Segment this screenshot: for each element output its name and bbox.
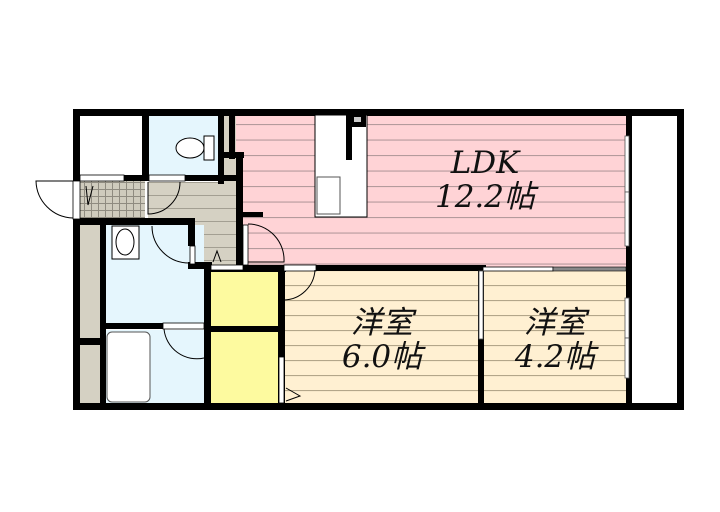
openings	[72, 135, 630, 404]
western-room-1-floor	[284, 270, 478, 404]
door-swings	[35, 180, 316, 402]
bathtub-icon	[106, 331, 151, 403]
entrance-door-swing	[35, 180, 74, 219]
fixtures	[106, 114, 368, 403]
ldk-name: LDK	[450, 145, 520, 181]
ldk-size: 12.2帖	[434, 179, 536, 216]
walls	[73, 109, 684, 410]
closet-arrow	[285, 387, 302, 402]
western-room-1-size: 6.0帖	[341, 339, 423, 376]
entrance-tile	[80, 181, 145, 219]
room-fills	[80, 115, 677, 404]
room1-door-swing	[283, 269, 316, 301]
kitchen-counter-icon	[314, 114, 368, 218]
ldk-floor	[236, 115, 626, 268]
balcony	[631, 115, 677, 404]
closet-1	[211, 272, 278, 326]
corridor-arrow	[212, 249, 222, 263]
western-room-1-label: 洋室 6.0帖	[312, 306, 452, 374]
storage-room	[80, 115, 142, 175]
western-room-2-floor	[484, 270, 626, 404]
western-room-2-name: 洋室	[524, 305, 586, 341]
western-room-2-label: 洋室 4.2帖	[490, 306, 620, 374]
closet-2	[211, 332, 278, 404]
bath-door-swing	[163, 328, 205, 360]
ldk-label: LDK 12.2帖	[400, 146, 570, 214]
storage-door-swing	[147, 181, 181, 215]
shoe-storage-1	[80, 225, 100, 339]
ldk-door-swing	[247, 223, 285, 263]
western-room-1-name: 洋室	[351, 305, 413, 341]
western-room-2-size: 4.2帖	[514, 339, 596, 376]
entry-arrow	[85, 185, 94, 206]
shoe-storage-2	[80, 345, 100, 404]
washroom-door-swing	[151, 225, 190, 264]
toilet-icon	[175, 137, 205, 159]
